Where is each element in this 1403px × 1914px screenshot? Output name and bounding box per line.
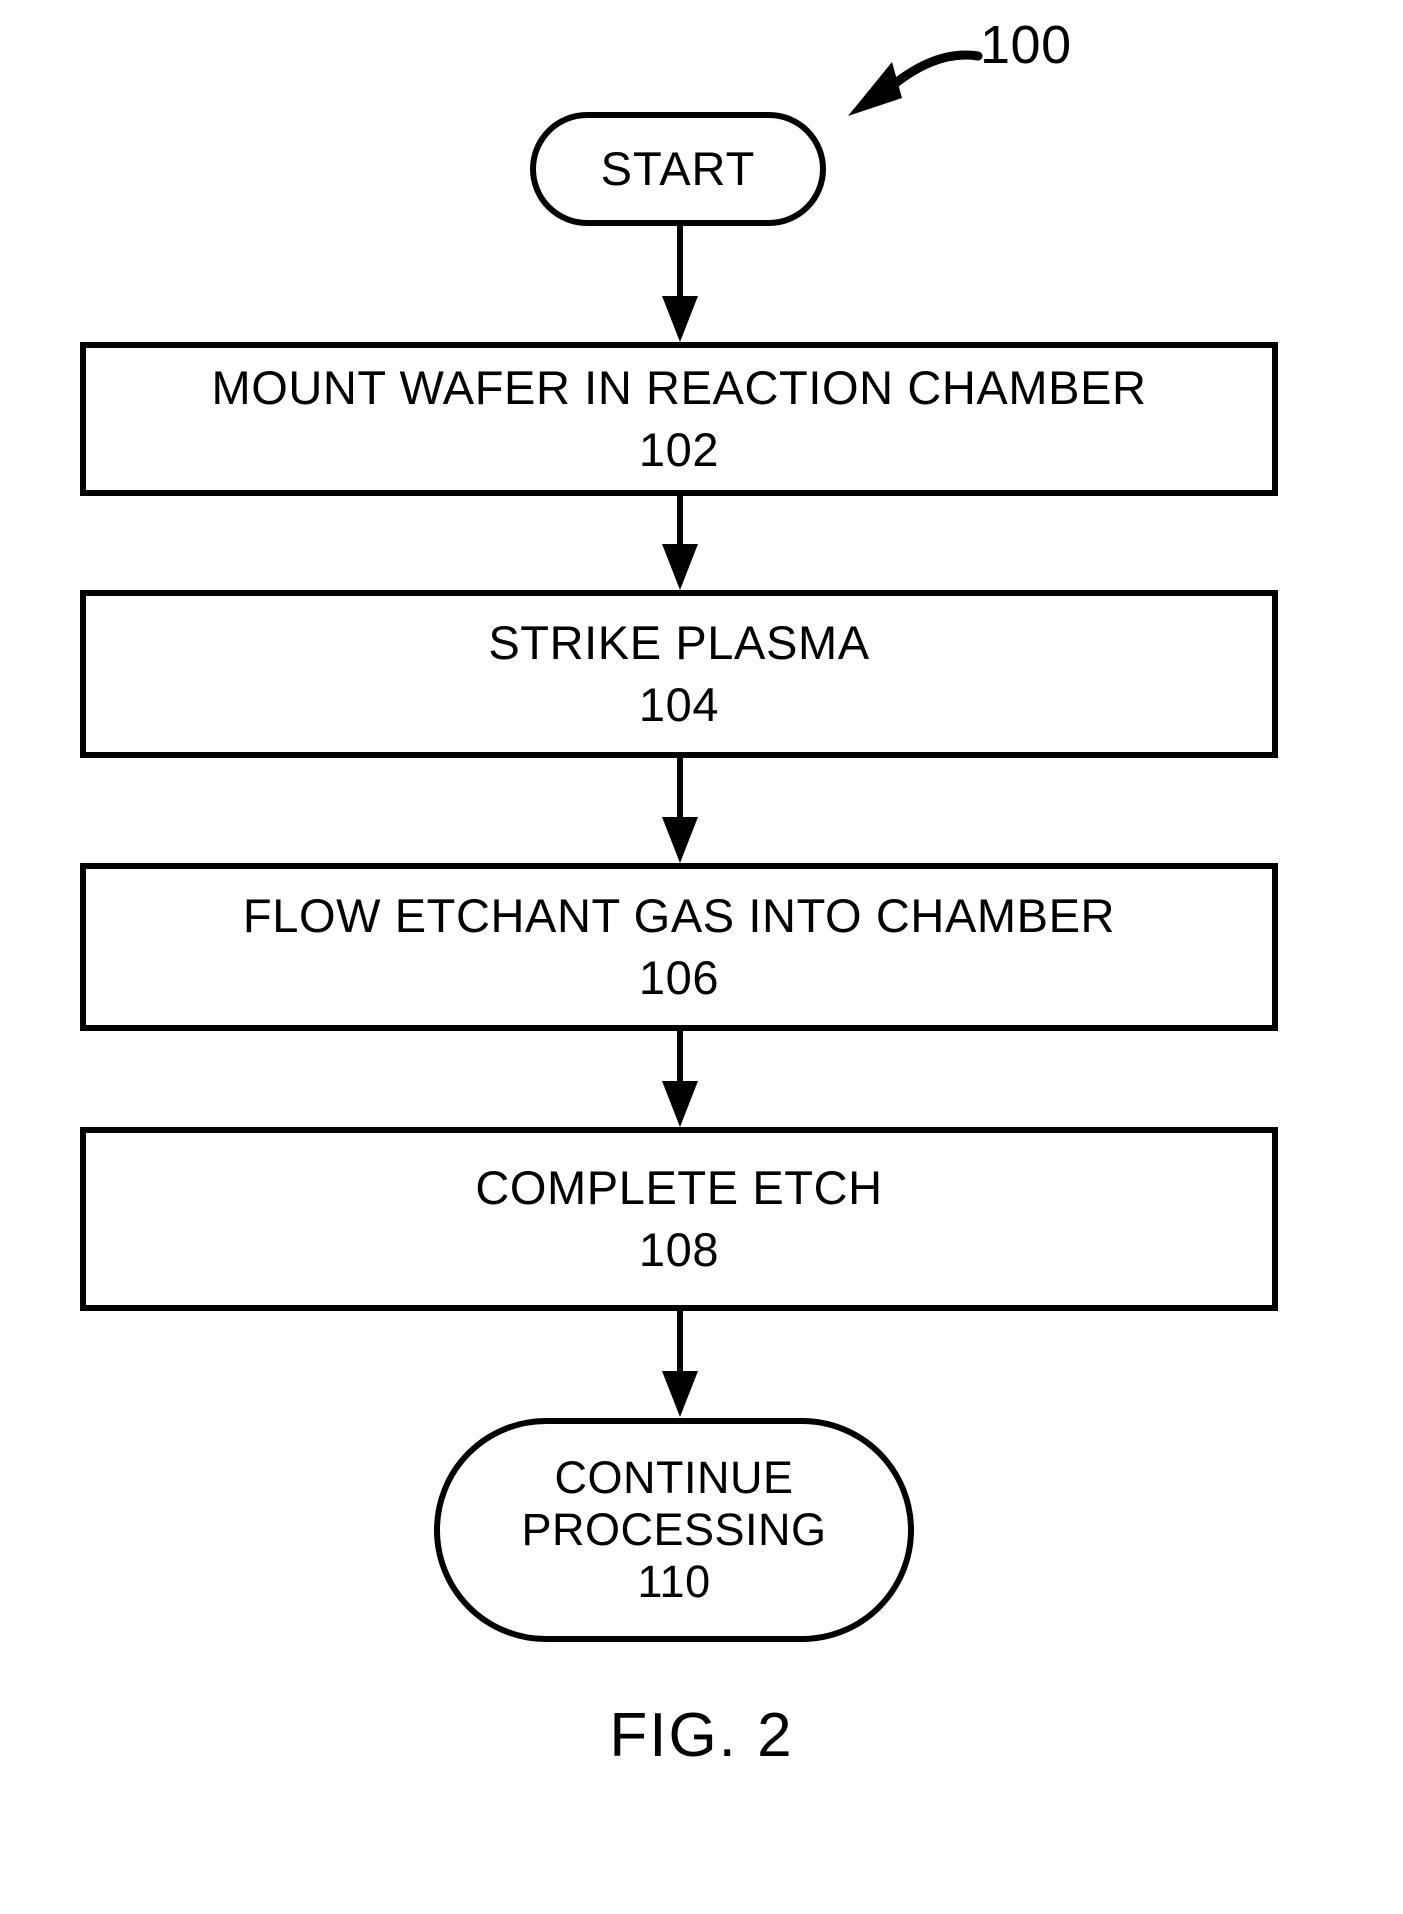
node-102-label: MOUNT WAFER IN REACTION CHAMBER xyxy=(211,360,1147,414)
connector-shaft xyxy=(677,226,683,298)
node-strike-plasma: STRIKE PLASMA 104 xyxy=(80,590,1278,758)
node-continue-processing: CONTINUE PROCESSING 110 xyxy=(434,1418,914,1642)
node-108-label: COMPLETE ETCH xyxy=(475,1160,883,1214)
node-110-ref: 110 xyxy=(637,1556,711,1608)
node-complete-etch: COMPLETE ETCH 108 xyxy=(80,1127,1278,1311)
down-arrow-icon xyxy=(662,1081,698,1127)
down-arrow-icon xyxy=(662,817,698,863)
node-mount-wafer-in-reaction-chamber: MOUNT WAFER IN REACTION CHAMBER 102 xyxy=(80,342,1278,496)
node-start: START xyxy=(530,112,826,226)
node-104-label: STRIKE PLASMA xyxy=(488,615,870,669)
connector-shaft xyxy=(677,1031,683,1083)
node-106-ref: 106 xyxy=(638,951,720,1004)
connector-shaft xyxy=(677,1311,683,1373)
node-start-label: START xyxy=(600,142,756,196)
node-104-ref: 104 xyxy=(638,678,720,731)
connector-104-to-106 xyxy=(662,758,698,863)
node-flow-etchant-gas-into-chamber: FLOW ETCHANT GAS INTO CHAMBER 106 xyxy=(80,863,1278,1031)
curved-leader-arrow-icon xyxy=(848,50,983,116)
connector-102-to-104 xyxy=(662,496,698,590)
node-106-label: FLOW ETCHANT GAS INTO CHAMBER xyxy=(242,888,1116,942)
connector-start-to-102 xyxy=(662,226,698,342)
connector-shaft xyxy=(677,496,683,546)
figure-caption: FIG. 2 xyxy=(609,1701,794,1770)
node-110-label-line1: CONTINUE xyxy=(554,1451,794,1503)
reference-numeral-100-group: 100 xyxy=(830,12,1090,122)
connector-106-to-108 xyxy=(662,1031,698,1127)
connector-108-to-110 xyxy=(662,1311,698,1419)
node-110-label-line2: PROCESSING xyxy=(521,1503,827,1555)
node-102-ref: 102 xyxy=(638,423,720,476)
down-arrow-icon xyxy=(662,1371,698,1417)
down-arrow-icon xyxy=(662,544,698,590)
down-arrow-icon xyxy=(662,296,698,342)
connector-shaft xyxy=(677,758,683,818)
node-108-ref: 108 xyxy=(638,1223,720,1276)
reference-numeral-100-label: 100 xyxy=(980,15,1072,75)
